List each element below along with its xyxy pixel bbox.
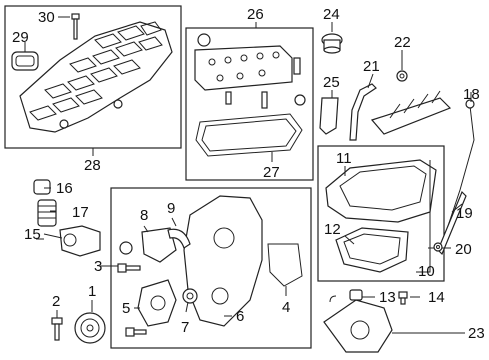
- oil-filler-cap: [321, 33, 343, 54]
- timing-cover-gasket: [267, 243, 303, 287]
- callout-4: 4: [282, 299, 290, 316]
- callout-28: 28: [84, 157, 101, 174]
- callout-10: 10: [418, 263, 435, 280]
- callout-18: 18: [463, 86, 480, 103]
- crank-pulley: [74, 312, 106, 344]
- callout-6: 6: [236, 308, 244, 325]
- oil-pump-bolt: [398, 291, 408, 305]
- water-pump-bolt: [117, 263, 147, 337]
- callout-24: 24: [323, 6, 340, 23]
- water-pump-gasket: [141, 227, 177, 263]
- callout-9: 9: [167, 200, 175, 217]
- callout-17: 17: [72, 204, 89, 221]
- water-inlet-hose: [167, 228, 191, 249]
- timing-cover-group-box: [110, 187, 312, 349]
- callout-14: 14: [428, 289, 445, 306]
- oil-filter-adapter: [59, 225, 101, 257]
- valve-cover-gasket: [195, 113, 303, 157]
- oil-filter-cap: [33, 179, 51, 195]
- callout-13: 13: [379, 289, 396, 306]
- timing-cover: [183, 195, 263, 327]
- callout-27: 27: [263, 164, 280, 181]
- callout-22: 22: [394, 34, 411, 51]
- callout-19: 19: [456, 205, 473, 222]
- dipstick-tube-lower: [437, 190, 467, 256]
- callout-8: 8: [140, 207, 148, 224]
- dipstick: [439, 99, 475, 251]
- callout-11: 11: [336, 150, 352, 167]
- callout-23: 23: [468, 325, 485, 342]
- oil-pan-group-box: [317, 145, 445, 282]
- oil-pan-upper: [325, 159, 437, 223]
- thermostat: [119, 241, 133, 255]
- dipstick-seal: [396, 70, 408, 82]
- callout-3: 3: [94, 258, 102, 275]
- intake-manifold: [19, 21, 173, 133]
- valve-cover-group-box: [185, 27, 314, 181]
- callout-26: 26: [247, 6, 264, 23]
- valve-cover-bolts: [225, 57, 306, 109]
- oil-filter-element: [37, 199, 57, 227]
- pulley-bolt: [51, 317, 63, 341]
- callout-29: 29: [12, 29, 29, 46]
- oil-baffle: [370, 90, 452, 135]
- callout-30: 30: [38, 9, 55, 26]
- oil-pump: [323, 299, 393, 353]
- oil-pan-lower: [335, 227, 409, 273]
- callout-20: 20: [455, 241, 472, 258]
- pcv-tube: [319, 97, 339, 135]
- callout-15: 15: [24, 226, 41, 243]
- callout-21: 21: [363, 58, 380, 75]
- leader-lines: [24, 16, 472, 334]
- dipstick-tube: [349, 83, 377, 141]
- callout-12: 12: [324, 221, 341, 238]
- callout-2: 2: [52, 293, 60, 310]
- callout-7: 7: [181, 319, 189, 336]
- oil-drain-plug-washer: [433, 242, 443, 252]
- callout-1: 1: [88, 283, 96, 300]
- callout-5: 5: [122, 300, 130, 317]
- valve-cover: [194, 33, 293, 91]
- manifold-bolt: [71, 13, 80, 40]
- intake-gasket: [11, 51, 39, 71]
- crank-seal: [182, 288, 198, 304]
- oil-pressure-sensor: [329, 289, 363, 303]
- callout-25: 25: [323, 74, 340, 91]
- callout-dashes: [36, 238, 434, 267]
- water-pump: [137, 279, 177, 327]
- callout-16: 16: [56, 180, 73, 197]
